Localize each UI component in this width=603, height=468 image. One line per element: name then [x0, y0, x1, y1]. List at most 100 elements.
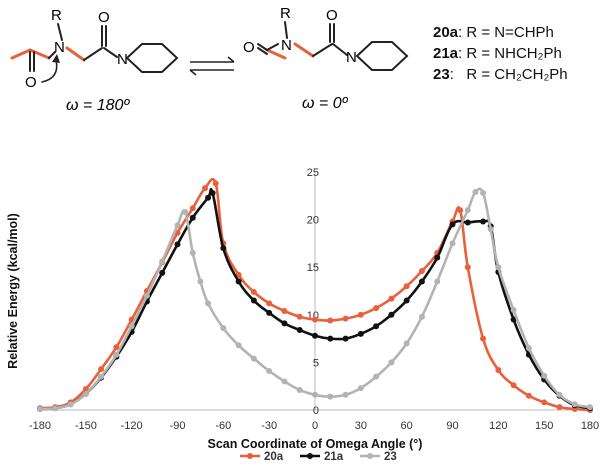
series-21a-point	[189, 214, 196, 221]
series-21a-point	[220, 245, 227, 252]
series-21a-point	[327, 335, 334, 342]
piperidine-ring	[125, 43, 179, 73]
bond	[312, 43, 333, 57]
x-tick-label: -30	[261, 420, 277, 432]
y-tick-label: 0	[313, 405, 319, 417]
double-bond	[257, 43, 268, 51]
series-23-point	[342, 391, 349, 398]
series-23-point	[388, 359, 395, 366]
series-21a-point	[174, 241, 181, 248]
x-tick-label: 30	[355, 420, 367, 432]
series-23-point	[418, 313, 425, 320]
series-23-point	[128, 323, 135, 330]
r-group-text: : R = N=CHPh	[458, 24, 554, 41]
double-bond	[257, 47, 268, 55]
bond	[266, 43, 279, 51]
series-23-point	[541, 372, 548, 379]
equilibrium-arrows-icon	[189, 56, 235, 76]
series-21a-point	[464, 219, 471, 226]
x-tick-label: 180	[581, 420, 599, 432]
omega-label: ω = 0º	[302, 95, 349, 112]
compound-id: 20a	[433, 24, 459, 41]
series-23-point	[464, 207, 471, 214]
series-23-point	[98, 373, 105, 380]
y-tick-label: 5	[313, 357, 319, 369]
series-20a-point	[266, 300, 273, 307]
r-group-23: 23: R = CH₂CH₂Ph	[433, 66, 568, 83]
bond	[28, 48, 51, 60]
legend-label-21a: 21a	[324, 451, 344, 463]
r-group-20a: 20a: R = N=CHPh	[433, 24, 554, 41]
x-tick-label: -60	[215, 420, 231, 432]
o-label: O	[243, 39, 255, 56]
series-23-point	[250, 355, 257, 362]
series-23-point	[495, 264, 502, 271]
legend-label-23: 23	[384, 451, 397, 463]
series-20a-point	[480, 335, 487, 342]
o-label: O	[25, 74, 37, 91]
series-21a-point	[403, 297, 410, 304]
series-20a-point	[98, 366, 105, 373]
series-23-point	[327, 393, 334, 400]
reaction-scheme: R N O O N ω = 180º R N O O N ω = 0º	[10, 5, 409, 114]
x-tick-label: -120	[121, 420, 143, 432]
series-23-point	[571, 401, 578, 408]
n-label: N	[54, 39, 65, 56]
series-20a-point	[525, 392, 532, 399]
y-tick-label: 20	[307, 215, 319, 227]
series-20a-point	[357, 311, 364, 318]
series-23-point	[220, 325, 227, 332]
series-21a-point	[296, 327, 303, 334]
series-21a-point	[449, 221, 456, 228]
x-tick-label: 150	[535, 420, 553, 432]
series-20a-point	[403, 283, 410, 290]
series-23-point	[487, 226, 494, 233]
legend-marker-21a	[307, 453, 313, 459]
series-23-point	[510, 307, 517, 314]
series-21a-point	[510, 316, 517, 323]
r-label: R	[51, 7, 62, 24]
bond	[332, 43, 348, 56]
omega-label: ω = 180º	[66, 97, 130, 114]
series-23-point	[312, 391, 318, 398]
series-23-point	[189, 249, 196, 256]
piperidine-ring	[355, 41, 409, 71]
series-23-point	[434, 278, 441, 285]
series-23-point	[143, 292, 150, 299]
bond	[265, 48, 287, 60]
r-group-21a: 21a: R = NHCH₂Ph	[433, 45, 562, 62]
x-tick-label: -150	[75, 420, 97, 432]
series-23-point	[235, 342, 242, 349]
x-axis-title: Scan Coordinate of Omega Angle (°)	[208, 437, 423, 451]
series-20a-point	[464, 264, 471, 271]
series-23-point	[52, 405, 59, 412]
series-20a-point	[457, 207, 464, 214]
x-tick-label: 0	[312, 420, 318, 432]
series-21a-point	[250, 297, 257, 304]
series-23-point	[357, 385, 364, 392]
legend-label-20a: 20a	[264, 451, 284, 463]
series-21a-point	[235, 278, 242, 285]
y-axis-title: Relative Energy (kcal/mol)	[6, 213, 20, 369]
series-20a-point	[250, 288, 257, 295]
arrow-head-icon	[52, 54, 60, 63]
series-21a-point	[205, 194, 212, 201]
series-23-point	[113, 351, 120, 358]
series-23-point	[205, 300, 212, 307]
series-23-point	[197, 278, 204, 285]
series-20a-point	[495, 367, 502, 374]
series-23-point	[525, 345, 532, 352]
series-20a-point	[312, 316, 318, 323]
series-23-point	[159, 258, 166, 265]
series-20a-point	[296, 313, 303, 320]
bond	[57, 23, 63, 41]
series-20a-point	[113, 344, 120, 351]
bond	[293, 42, 315, 58]
series-23-point	[449, 240, 456, 247]
series-23-point	[266, 367, 273, 374]
x-tick-label: -90	[170, 420, 186, 432]
bond	[284, 21, 288, 39]
rotation-arrow-icon	[41, 59, 58, 83]
series-20a-point	[189, 205, 196, 212]
